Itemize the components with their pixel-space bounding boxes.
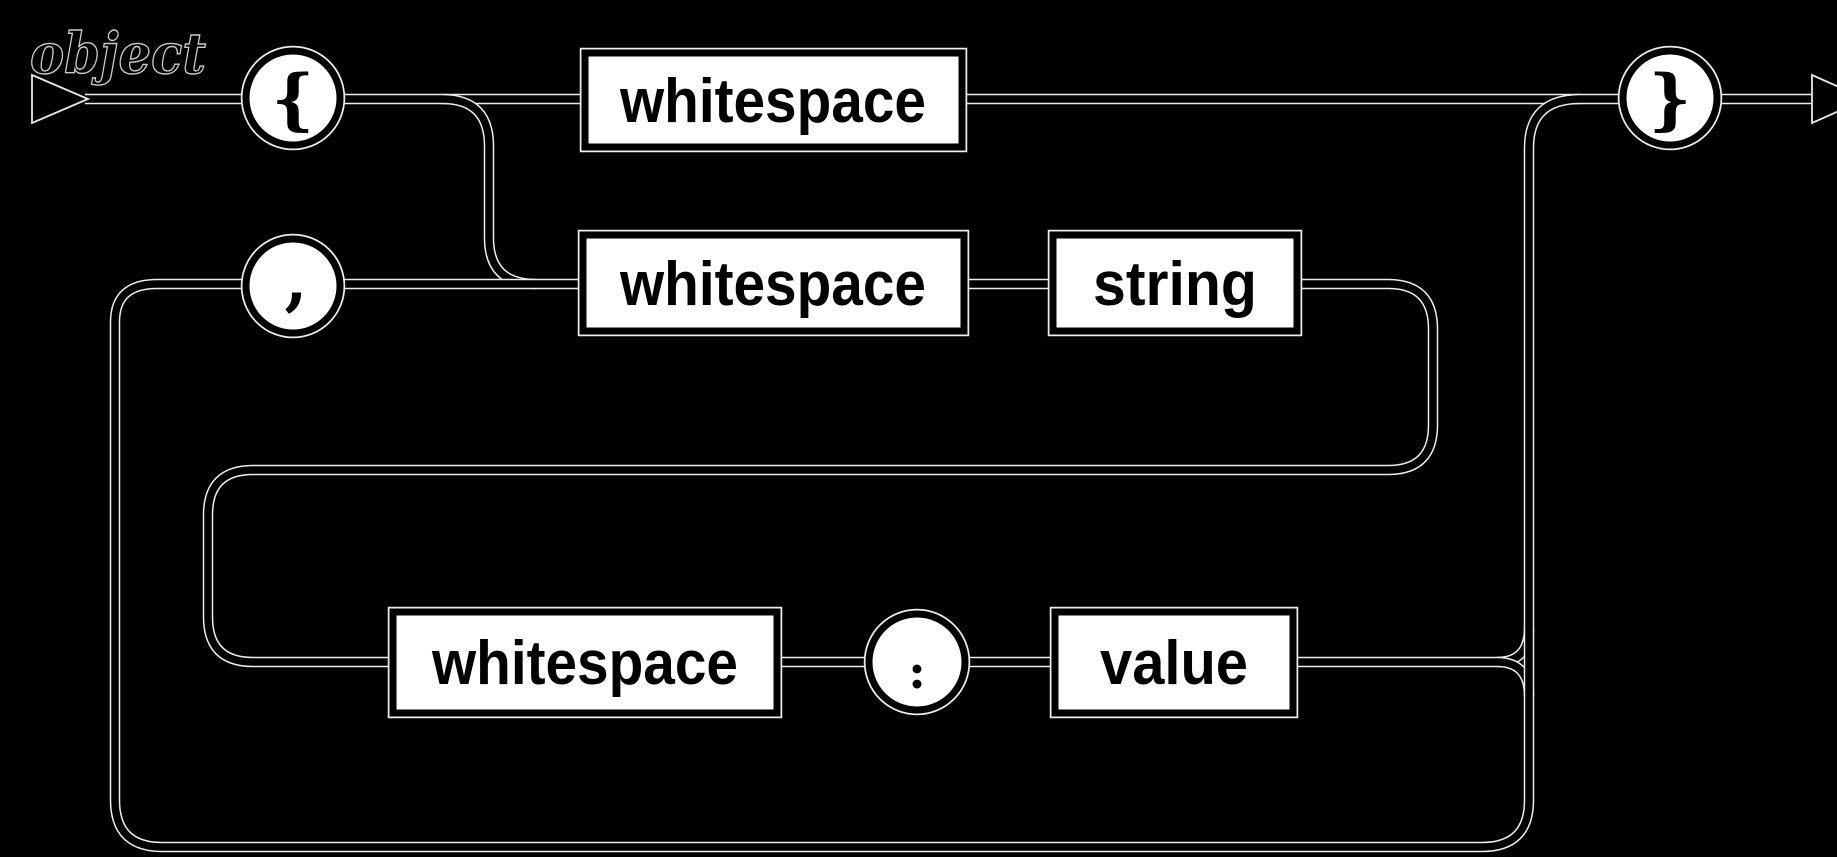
node-string: string: [1047, 229, 1303, 337]
terminal-colon: :: [863, 608, 971, 716]
diagram-title: object: [30, 21, 206, 87]
node-whitespace-middle-label: whitespace: [619, 250, 926, 319]
node-value-label: value: [1100, 629, 1248, 698]
node-whitespace-bottom-label: whitespace: [431, 629, 738, 698]
rail-comma-loop: [109, 93, 1581, 853]
node-string-label: string: [1093, 250, 1257, 319]
end-arrow-icon: [1811, 73, 1837, 125]
terminal-comma: ,: [240, 233, 346, 339]
node-whitespace-bottom: whitespace: [387, 606, 783, 719]
terminal-colon-label: :: [908, 644, 926, 700]
node-whitespace-middle: whitespace: [577, 229, 970, 337]
terminal-open-brace: {: [240, 45, 346, 151]
rail-branch-to-members: [441, 93, 537, 290]
node-value: value: [1049, 606, 1299, 719]
terminal-comma-label: ,: [285, 241, 308, 319]
rail-members-path: [202, 278, 1503, 668]
node-whitespace-top-label: whitespace: [619, 67, 926, 136]
terminal-close-brace: }: [1617, 45, 1723, 151]
node-whitespace-top: whitespace: [579, 47, 968, 153]
terminal-close-brace-label: }: [1649, 60, 1691, 138]
start-arrow-icon: [31, 73, 91, 125]
terminal-open-brace-label: {: [272, 60, 314, 138]
